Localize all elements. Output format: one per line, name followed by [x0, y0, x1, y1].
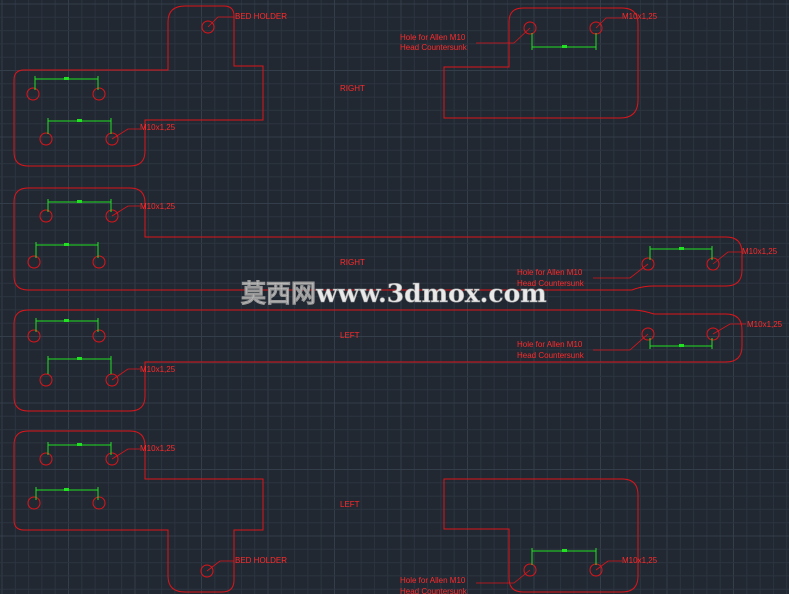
hole [92, 329, 106, 343]
dimension-line [34, 76, 99, 90]
watermark: 莫西网www.3dmox.com [241, 279, 547, 308]
hole [706, 327, 720, 341]
leader-line [476, 569, 531, 584]
hole [92, 255, 106, 269]
countersunk-label-line1: Hole for Allen M10 [400, 33, 466, 42]
side-label-right: RIGHT [340, 84, 365, 93]
part-right-long-bar [13, 187, 743, 291]
hole [39, 132, 53, 146]
hole [105, 452, 119, 466]
thread-label: M10x1,25 [622, 556, 658, 565]
bed-holder-label: BED HOLDER [235, 12, 287, 21]
hole [27, 329, 41, 343]
dimension-line [35, 242, 99, 258]
dimension-line [47, 356, 112, 374]
leader-line [595, 17, 622, 29]
hole [39, 209, 53, 223]
leader-line [111, 448, 140, 460]
dimension-line [35, 318, 99, 332]
countersunk-label-line1: Hole for Allen M10 [517, 340, 583, 349]
side-label-left: LEFT [340, 500, 360, 509]
hole [201, 20, 215, 34]
leader-line [111, 368, 140, 381]
leader-line [712, 323, 746, 335]
leader-line [595, 560, 622, 571]
leader-line [476, 27, 531, 44]
hole [27, 496, 41, 510]
hole [641, 327, 655, 341]
leader-line [593, 333, 649, 351]
thread-label: M10x1,25 [622, 12, 658, 21]
countersunk-label-line2: Head Countersunk [517, 351, 585, 360]
thread-label: M10x1,25 [747, 320, 783, 329]
hole [92, 496, 106, 510]
side-label-left: LEFT [340, 331, 360, 340]
hole [39, 373, 53, 387]
countersunk-label-line1: Hole for Allen M10 [517, 268, 583, 277]
thread-label: M10x1,25 [140, 123, 176, 132]
countersunk-label-line2: Head Countersunk [400, 43, 468, 52]
side-label-right: RIGHT [340, 258, 365, 267]
dimension-line [531, 548, 597, 565]
dimension-line [47, 199, 112, 212]
hole [523, 563, 537, 577]
thread-label: M10x1,25 [140, 365, 176, 374]
hole [92, 87, 106, 101]
hole [641, 257, 655, 271]
part-left-bottom-left [13, 430, 264, 593]
leader-line [206, 560, 234, 572]
leader-line [712, 251, 742, 265]
thread-label: M10x1,25 [140, 444, 176, 453]
hole [39, 452, 53, 466]
leader-line [111, 128, 140, 140]
hole [27, 255, 41, 269]
hole [105, 373, 119, 387]
countersunk-label-line1: Hole for Allen M10 [400, 576, 466, 585]
leader-line [111, 205, 140, 217]
hole [26, 87, 40, 101]
dimension-line [649, 246, 713, 260]
part-left-bottom-right [443, 478, 639, 593]
hole [706, 257, 720, 271]
dimension-line [531, 33, 597, 50]
dimension-line [47, 442, 112, 455]
hole [105, 209, 119, 223]
part-right-top-right [443, 7, 639, 119]
thread-label: M10x1,25 [140, 202, 176, 211]
dimension-line [35, 487, 99, 500]
countersunk-label-line2: Head Countersunk [517, 279, 585, 288]
hole [200, 564, 214, 578]
part-left-long-bar [13, 309, 743, 412]
countersunk-label-line2: Head Countersunk [400, 587, 468, 594]
leader-line [207, 16, 234, 28]
dimension-line [649, 338, 713, 349]
hole [105, 132, 119, 146]
leader-line [593, 263, 649, 279]
hole [523, 21, 537, 35]
dimension-line [47, 118, 112, 134]
bed-holder-label: BED HOLDER [235, 556, 287, 565]
thread-label: M10x1,25 [742, 247, 778, 256]
part-right-top-left [13, 5, 264, 167]
